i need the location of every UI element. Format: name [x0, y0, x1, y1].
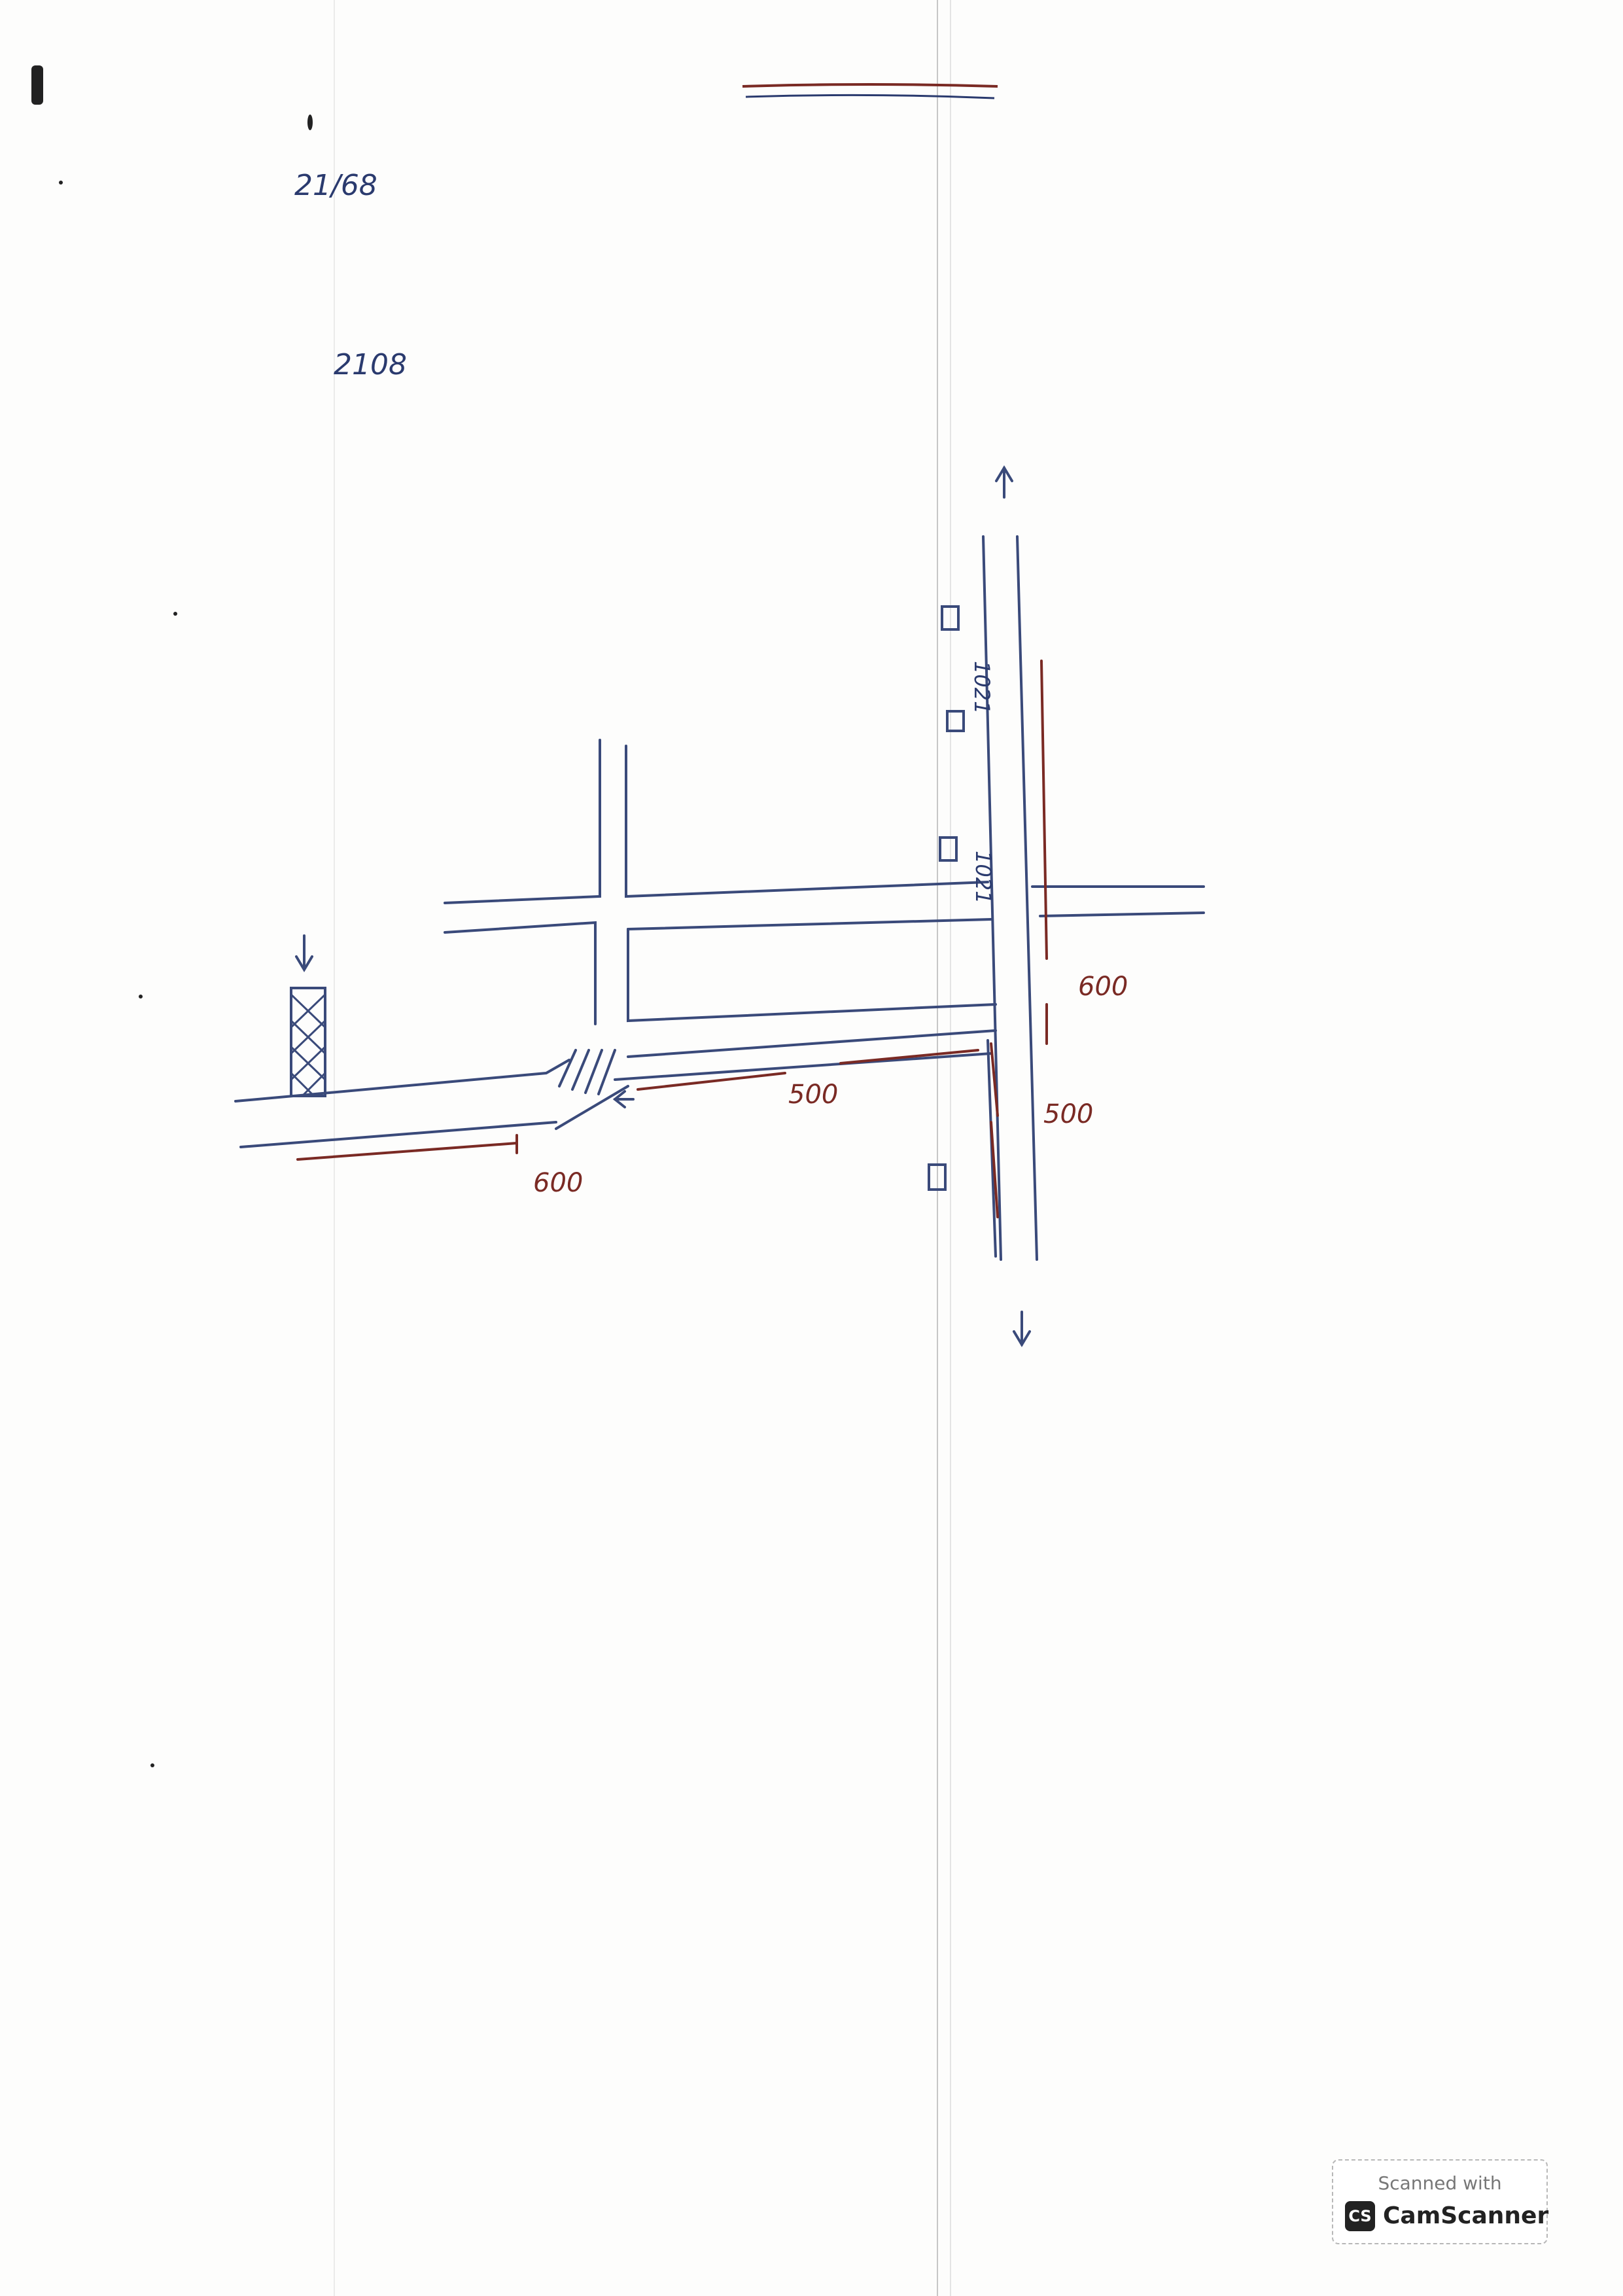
header-house-number: 2108	[334, 348, 407, 381]
watermark-scanned-with: Scanned with	[1378, 2172, 1502, 2194]
scan-speck	[139, 995, 143, 998]
distance-label-mid: 500	[788, 1080, 839, 1110]
bridge-ramp	[555, 1085, 629, 1130]
road-south-north-edge	[627, 1029, 997, 1058]
road-left-upper-edge	[444, 921, 597, 1025]
canal-block-outline	[627, 928, 997, 1023]
road-left-south-edge	[239, 1121, 557, 1148]
distance-lines	[296, 660, 1048, 1218]
school-marker	[941, 605, 960, 631]
road-left-north-edge	[234, 1059, 570, 1103]
distance-label-right-1: 600	[1078, 972, 1128, 1002]
bridge-rail-3	[584, 1049, 603, 1094]
road-south-south-edge	[614, 1052, 992, 1081]
building-markers	[928, 605, 965, 1191]
watermark-brand: CamScanner	[1383, 2202, 1549, 2229]
direction-arrows	[295, 465, 1031, 1347]
cafe-marker	[928, 1163, 947, 1191]
target-house-hatch	[290, 987, 326, 1097]
temple-marker	[946, 710, 965, 732]
side-road-north-west-edge	[444, 739, 601, 904]
camscanner-logo-icon: CS	[1345, 2201, 1375, 2231]
scan-speck	[31, 65, 43, 105]
scan-speck	[307, 115, 313, 130]
scan-fold-line	[937, 0, 938, 2296]
scan-speck	[59, 181, 63, 185]
scan-margin-line	[334, 0, 335, 2296]
shop-marker	[939, 836, 958, 862]
camscanner-watermark: Scanned with CS CamScanner	[1332, 2159, 1548, 2244]
distance-label-left: 600	[533, 1168, 584, 1198]
header-case-number: 21/68	[294, 169, 377, 202]
distance-label-right-2: 500	[1043, 1099, 1094, 1129]
road-top-east-south-edge	[1039, 911, 1205, 917]
highway-1021-east-edge	[1016, 535, 1038, 1261]
bridge-rail-1	[558, 1049, 577, 1087]
road-top-south-edge	[627, 918, 992, 930]
bridge-rail-2	[571, 1049, 590, 1091]
scan-speck	[150, 1763, 154, 1767]
highway-number-mid: 1021	[971, 851, 996, 904]
scan-fold-line-shadow	[950, 0, 951, 2296]
highway-number-top: 1021	[969, 661, 994, 715]
bridge-rail-4	[597, 1049, 616, 1095]
scan-speck	[173, 612, 177, 616]
road-top-north-edge	[625, 745, 989, 898]
highway-1021-west-edge	[982, 535, 1002, 1261]
